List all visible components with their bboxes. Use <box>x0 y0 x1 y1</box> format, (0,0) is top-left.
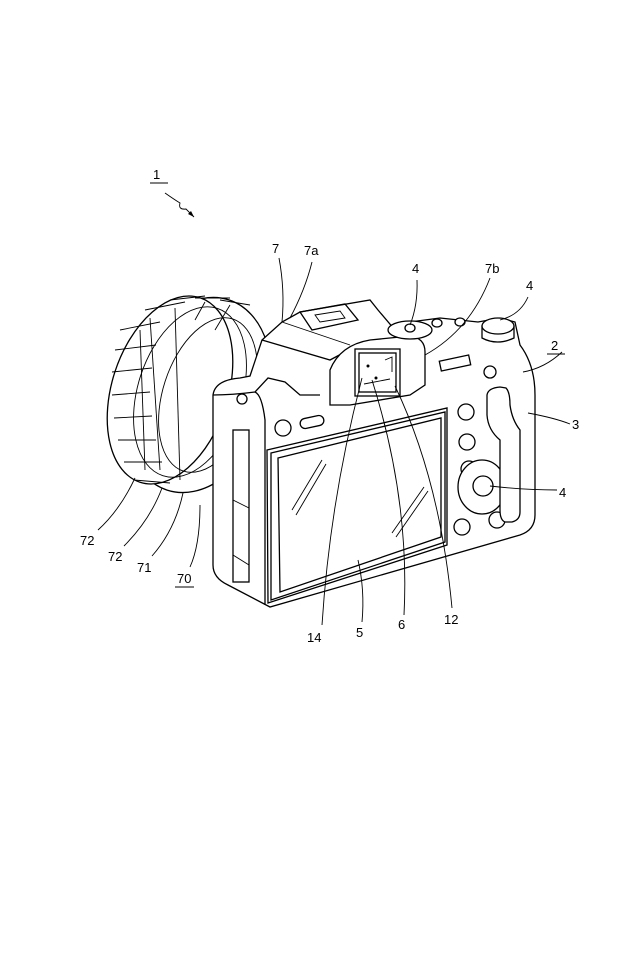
label-12: 12 <box>444 612 458 627</box>
label-71: 71 <box>137 560 151 575</box>
label-1: 1 <box>153 167 160 182</box>
label-2: 2 <box>551 338 558 353</box>
label-72-outer: 72 <box>80 533 94 548</box>
reference-labels: 1 7 7a 4 7b 4 2 3 4 72 72 71 70 14 5 6 1… <box>80 167 579 645</box>
label-5: 5 <box>356 625 363 640</box>
label-6: 6 <box>398 617 405 632</box>
label-7: 7 <box>272 241 279 256</box>
label-7a: 7a <box>304 243 319 258</box>
label-72-inner: 72 <box>108 549 122 564</box>
leader-lines <box>97 257 571 626</box>
rear-display <box>266 407 448 604</box>
label-4-dial: 4 <box>526 278 533 293</box>
label-4-control: 4 <box>559 485 566 500</box>
label-14: 14 <box>307 630 321 645</box>
label-3: 3 <box>572 417 579 432</box>
viewfinder <box>329 335 426 406</box>
label-7b: 7b <box>485 261 499 276</box>
label-70: 70 <box>177 571 191 586</box>
label-4-top: 4 <box>412 261 419 276</box>
controls <box>236 317 521 536</box>
reference-arrow <box>164 192 195 218</box>
